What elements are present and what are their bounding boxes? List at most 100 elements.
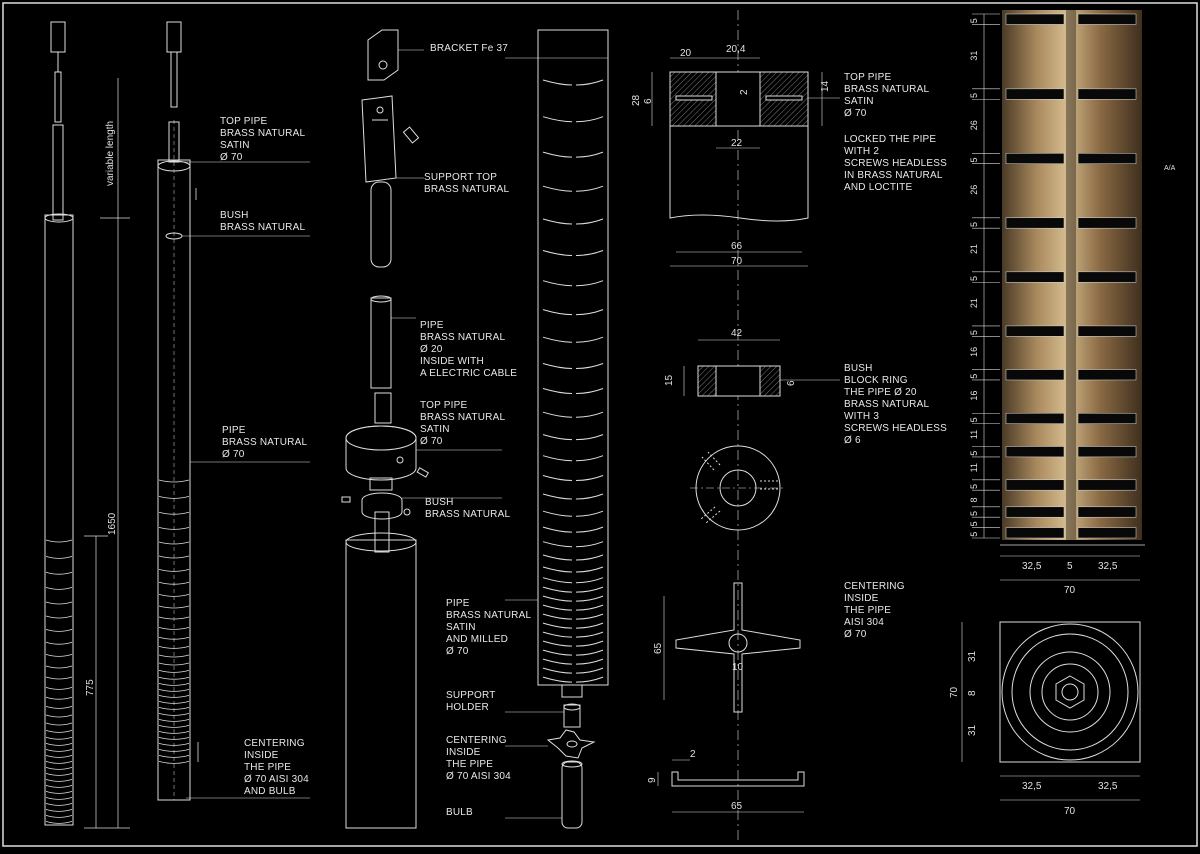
milled-slot <box>542 676 573 683</box>
milled-slot <box>575 541 604 548</box>
dim-2: 2 <box>739 89 750 95</box>
photo-slot <box>1077 271 1137 283</box>
pipe-rib-group-1 <box>45 539 73 824</box>
pipe-rib <box>45 654 73 657</box>
pipe-rib <box>158 636 190 640</box>
foot-profile <box>671 771 805 787</box>
milled-slot <box>542 640 573 647</box>
milled-slot <box>575 658 604 665</box>
stack-dim-label: 5 <box>969 18 979 23</box>
milled-slot <box>575 388 604 394</box>
photo-slot <box>1077 479 1137 491</box>
pipe-rib <box>45 773 73 776</box>
photo-slot <box>1005 325 1065 337</box>
milled-slot <box>575 586 604 593</box>
pipe-rib <box>45 601 73 605</box>
milled-slot <box>542 526 573 533</box>
milled-slot <box>575 622 604 629</box>
dim-plan-70: 70 <box>949 686 960 698</box>
photo-slot <box>1077 369 1137 381</box>
dim-plan-8: 8 <box>967 690 978 696</box>
milled-slot <box>575 475 604 481</box>
pipe-rib <box>45 706 73 709</box>
pipe-rib <box>158 541 190 545</box>
photo-slot <box>1005 527 1065 539</box>
milled-slot <box>575 595 604 602</box>
milled-slot <box>542 218 573 225</box>
milled-slot <box>575 455 604 462</box>
pipe-rib <box>45 779 73 782</box>
pipe-rib <box>45 785 73 788</box>
photo-slot <box>1005 153 1065 164</box>
pipe-rib <box>158 581 190 585</box>
pipe-rib <box>158 569 190 572</box>
milled-slot <box>542 586 573 593</box>
centering-star <box>675 582 801 713</box>
pipe-rib <box>45 803 73 806</box>
pipe-rib <box>158 555 190 559</box>
pipe-rib <box>45 539 73 543</box>
stack-dim-label: 5 <box>969 374 979 379</box>
photo-slot <box>1077 325 1137 337</box>
stack-dim-label: 5 <box>969 532 979 537</box>
dim-6-top: 6 <box>643 98 654 104</box>
photo-slot <box>1077 88 1137 100</box>
pipe-rib <box>158 511 190 515</box>
pipe-rib <box>45 696 73 700</box>
dim-9: 9 <box>647 777 658 783</box>
pipe-rib <box>158 676 190 680</box>
photo-slot <box>1077 446 1137 458</box>
stack-dim-label: 5 <box>969 222 979 227</box>
dim-plan-31a: 31 <box>967 650 978 662</box>
stack-dim-label: 11 <box>969 463 979 472</box>
milled-slot <box>542 493 573 500</box>
variable-length-label: variable length <box>105 121 116 186</box>
dim-70-right: 70 <box>1064 585 1076 596</box>
stack-dim-label: 16 <box>969 391 979 401</box>
dim-plan-31b: 31 <box>967 724 978 736</box>
milled-slot <box>575 309 604 316</box>
pipe-rib <box>158 719 190 722</box>
milled-slot <box>542 116 573 123</box>
photo-slot <box>1077 13 1137 25</box>
section-mark: A/A <box>1164 165 1176 172</box>
pipe-rib <box>158 725 190 728</box>
pipe-rib <box>45 809 73 812</box>
pipe-rib <box>158 594 190 597</box>
milled-slot <box>542 622 573 629</box>
milled-slot <box>542 475 573 481</box>
pipe-rib <box>45 815 73 818</box>
stack-dim-label: 21 <box>969 298 979 308</box>
milled-slot <box>575 640 604 647</box>
milled-slot <box>542 541 573 548</box>
photo-slot <box>1077 412 1137 424</box>
dim-10: 10 <box>732 662 744 673</box>
milled-slot <box>542 631 573 638</box>
dim-plan-70-total: 70 <box>1064 806 1076 817</box>
dim-66: 66 <box>731 241 743 252</box>
pipe-rib <box>45 761 73 764</box>
pipe-rib <box>158 737 190 740</box>
stack-dim-label: 5 <box>969 158 979 163</box>
milled-slot <box>542 309 573 316</box>
photo-slot <box>1077 153 1137 164</box>
pipe-rib <box>45 791 73 794</box>
milled-slot <box>575 151 604 158</box>
pipe-rib <box>158 527 190 530</box>
pipe-rib <box>158 689 190 692</box>
milled-slot <box>542 363 573 369</box>
photo-slot <box>1005 271 1065 283</box>
dim-20: 20 <box>680 48 692 59</box>
pipe-rib <box>158 731 190 734</box>
milled-slot <box>542 566 573 573</box>
milled-slot <box>575 434 604 441</box>
milled-slot <box>575 218 604 225</box>
milled-slot <box>575 250 604 256</box>
